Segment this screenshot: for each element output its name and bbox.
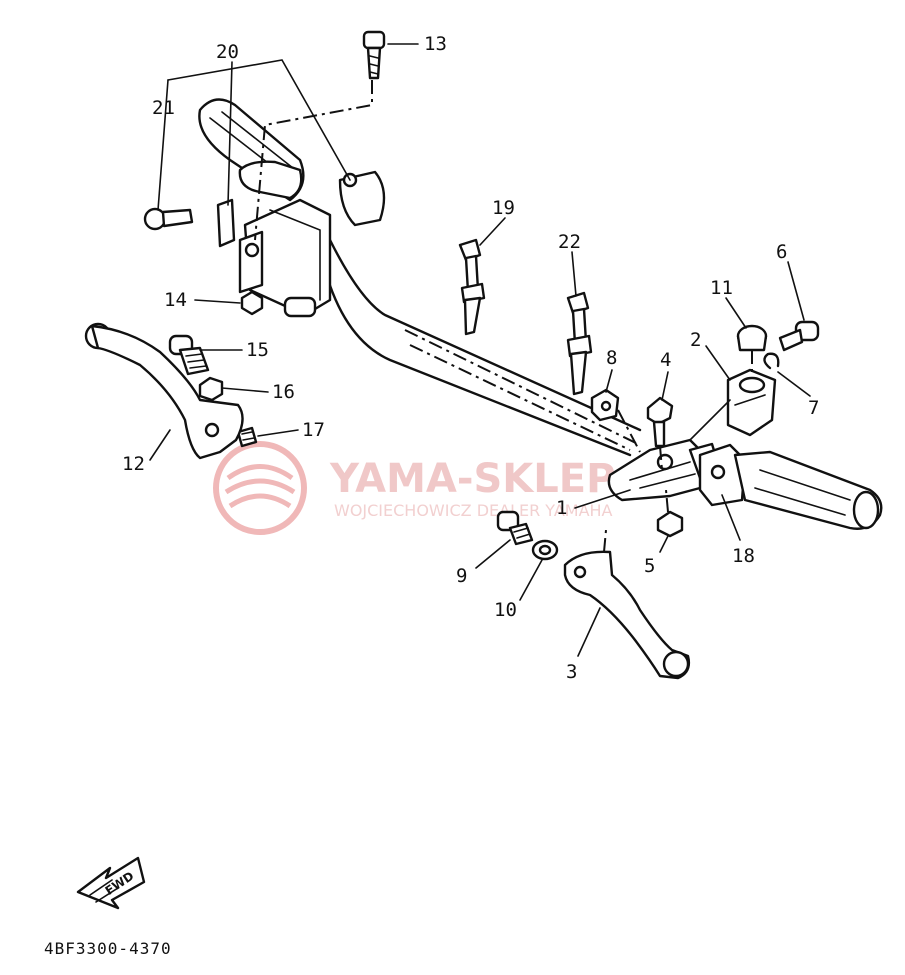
callout-12: 12: [122, 453, 145, 475]
part-11-cap: [736, 324, 768, 352]
callout-labels: 1 2 3 4 5 6 7 8 9 10 11 12 13 14 15 16 1…: [122, 33, 819, 683]
part-9-bolt: [496, 510, 534, 546]
callout-4: 4: [660, 349, 671, 371]
part-18-right-switch: [698, 443, 747, 507]
callout-6: 6: [776, 241, 787, 263]
part-8-clip: [590, 388, 620, 422]
handlebar: [323, 238, 642, 457]
part-15-bolt: [168, 334, 210, 376]
callout-20: 20: [216, 41, 239, 63]
right-grip: [733, 450, 883, 530]
callout-7: 7: [808, 397, 819, 419]
watermark: YAMA-SKLEP WOJCIECHOWICZ DEALER YAMAHA: [213, 441, 615, 535]
callout-1: 1: [556, 497, 567, 519]
leader-lines: [149, 43, 811, 657]
callout-17: 17: [302, 419, 325, 441]
part-3-brake-lever: [563, 550, 691, 680]
part-19-cable-tie: [458, 238, 486, 336]
part-16-nut: [198, 376, 224, 402]
part-7-circlip: [763, 352, 780, 370]
callout-14: 14: [164, 289, 187, 311]
part-21-bolt: [143, 207, 194, 231]
part-17-screw: [236, 426, 258, 448]
callout-3: 3: [566, 661, 577, 683]
part-5-nut: [656, 510, 684, 538]
callout-21: 21: [152, 97, 175, 119]
watermark-logo-icon: [213, 441, 307, 535]
part-14-nut: [240, 290, 264, 316]
callout-10: 10: [494, 599, 517, 621]
left-switch-housing: [238, 198, 332, 318]
callout-15: 15: [246, 339, 269, 361]
watermark-title: YAMA-SKLEP: [329, 456, 615, 502]
fwd-arrow-icon: FWD: [76, 856, 146, 910]
callout-8: 8: [606, 347, 617, 369]
callout-9: 9: [456, 565, 467, 587]
part-4-bolt: [646, 396, 674, 448]
part-12-clutch-lever: [84, 322, 244, 460]
callout-2: 2: [690, 329, 701, 351]
part-22-cable-tie: [566, 291, 593, 396]
part-13-screw: [362, 30, 386, 80]
drawing-code: 4BF3300-4370: [44, 939, 172, 958]
callout-18: 18: [732, 545, 755, 567]
callout-22: 22: [558, 231, 581, 253]
clutch-holder-left: [216, 160, 386, 248]
part-2-holder: [726, 368, 777, 437]
callout-13: 13: [424, 33, 447, 55]
callout-19: 19: [492, 197, 515, 219]
callout-16: 16: [272, 381, 295, 403]
callout-5: 5: [644, 555, 655, 577]
part-6-screw: [778, 320, 820, 352]
callout-11: 11: [710, 277, 733, 299]
part-10-washer: [531, 539, 559, 561]
watermark-subtitle: WOJCIECHOWICZ DEALER YAMAHA: [334, 501, 613, 520]
